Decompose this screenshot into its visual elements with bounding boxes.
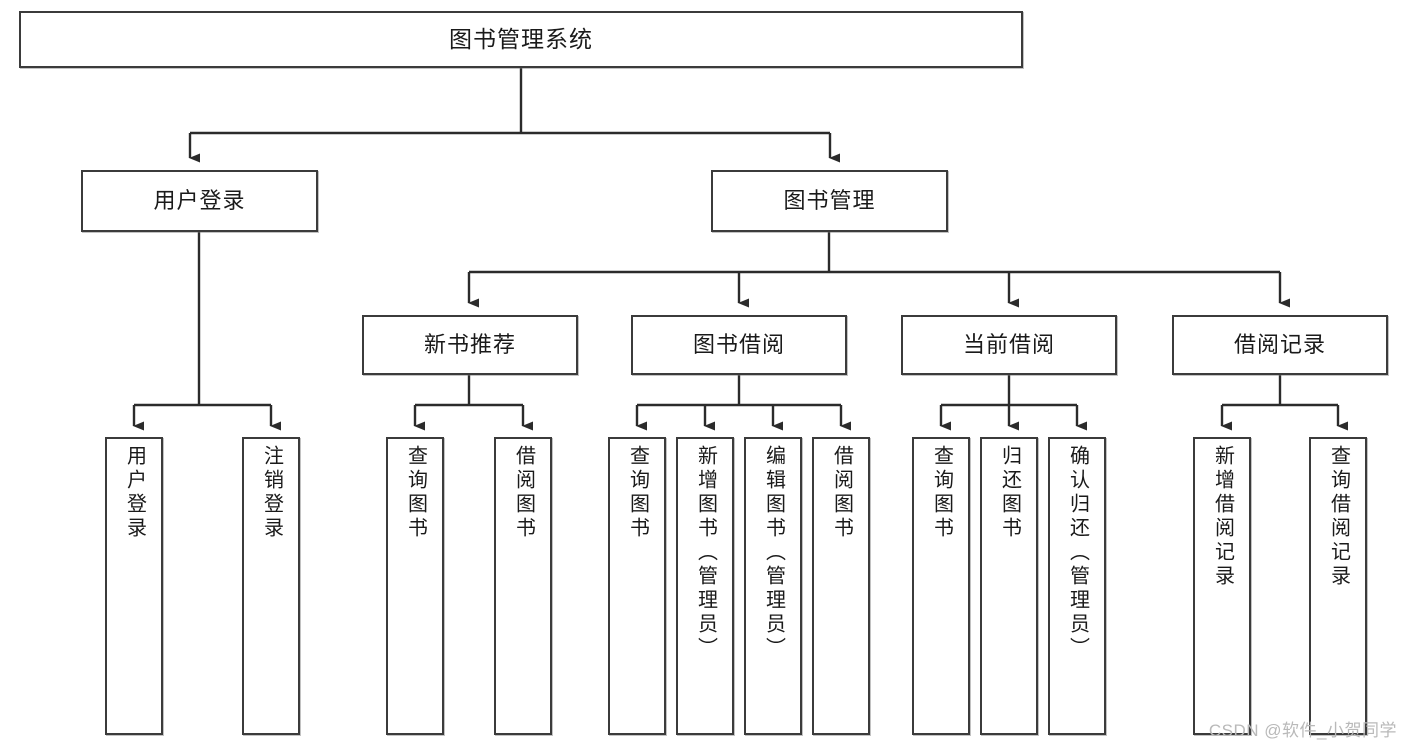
node-current-borrow-label: 当前借阅 [962,331,1055,357]
node-leaf-edit-book-label: 编辑图书（管理员） [762,445,785,661]
node-leaf-return-book[interactable]: 归还图书 [980,437,1038,735]
node-borrow-record[interactable]: 借阅记录 [1172,315,1388,375]
node-leaf-borrow-book-1[interactable]: 借阅图书 [494,437,552,735]
node-leaf-user-login-label: 用户登录 [123,445,146,541]
node-leaf-borrow-book-1-label: 借阅图书 [512,445,535,541]
node-book-borrow-label: 图书借阅 [692,331,785,357]
node-borrow-record-label: 借阅记录 [1233,331,1326,357]
node-leaf-query-record-label: 查询借阅记录 [1327,445,1350,589]
node-leaf-add-record-label: 新增借阅记录 [1211,445,1234,589]
node-leaf-borrow-book-2-label: 借阅图书 [830,445,853,541]
node-new-book-rec-label: 新书推荐 [423,331,516,357]
node-leaf-add-book[interactable]: 新增图书（管理员） [676,437,734,735]
node-book-manage[interactable]: 图书管理 [711,170,948,232]
node-leaf-query-book-2-label: 查询图书 [626,445,649,541]
node-current-borrow[interactable]: 当前借阅 [901,315,1117,375]
node-leaf-query-book-3-label: 查询图书 [930,445,953,541]
node-book-borrow[interactable]: 图书借阅 [631,315,847,375]
watermark: CSDN @软件_小贺同学 [1208,721,1397,740]
node-root[interactable]: 图书管理系统 [19,11,1023,68]
node-leaf-add-record[interactable]: 新增借阅记录 [1193,437,1251,735]
node-user-login[interactable]: 用户登录 [81,170,318,232]
node-leaf-query-record[interactable]: 查询借阅记录 [1309,437,1367,735]
node-leaf-user-login[interactable]: 用户登录 [105,437,163,735]
node-new-book-rec[interactable]: 新书推荐 [362,315,578,375]
node-leaf-return-book-label: 归还图书 [998,445,1021,541]
node-leaf-borrow-book-2[interactable]: 借阅图书 [812,437,870,735]
node-leaf-query-book-3[interactable]: 查询图书 [912,437,970,735]
node-leaf-confirm-return-label: 确认归还（管理员） [1066,445,1089,661]
node-leaf-logout[interactable]: 注销登录 [242,437,300,735]
node-user-login-label: 用户登录 [153,187,246,213]
node-leaf-add-book-label: 新增图书（管理员） [694,445,717,661]
node-leaf-logout-label: 注销登录 [260,445,283,541]
node-leaf-edit-book[interactable]: 编辑图书（管理员） [744,437,802,735]
node-leaf-query-book-2[interactable]: 查询图书 [608,437,666,735]
node-leaf-query-book-1-label: 查询图书 [404,445,427,541]
node-book-manage-label: 图书管理 [783,187,876,213]
node-leaf-query-book-1[interactable]: 查询图书 [386,437,444,735]
node-leaf-confirm-return[interactable]: 确认归还（管理员） [1048,437,1106,735]
node-root-label: 图书管理系统 [449,25,593,52]
